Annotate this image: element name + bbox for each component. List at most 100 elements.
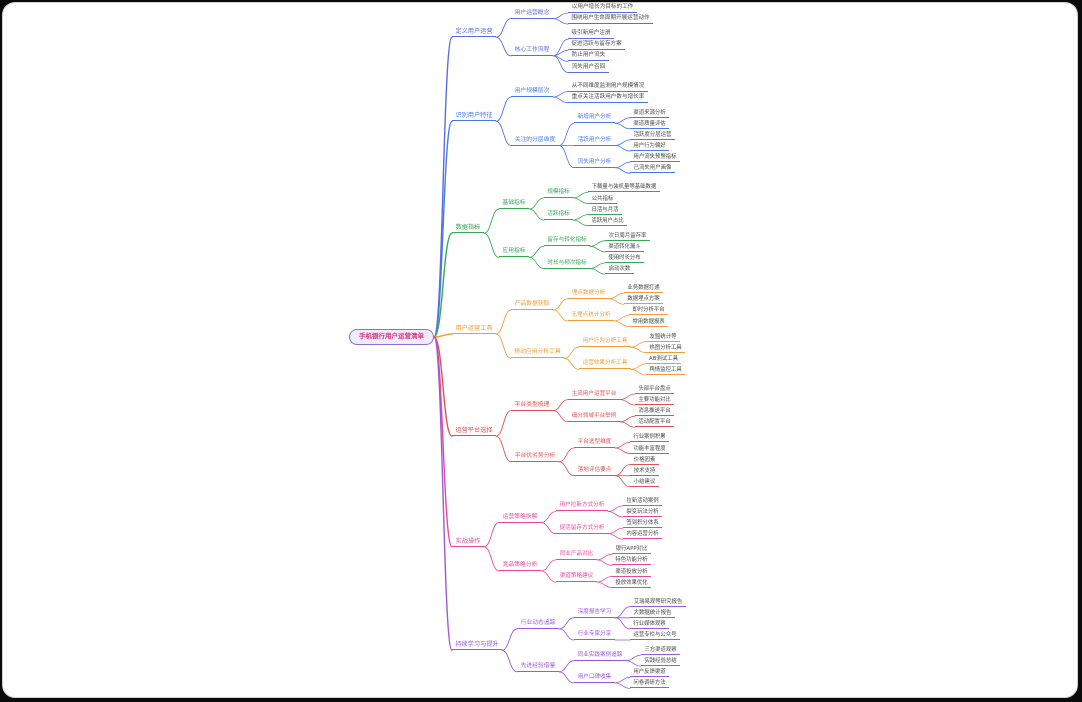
mindmap-leaf-topic[interactable]: 以用户增长为目标的工作 [568, 2, 637, 13]
mindmap-topic[interactable]: 落地评估要点 [574, 465, 615, 476]
mindmap-leaf-topic[interactable]: 吸引新用户注册 [568, 28, 614, 40]
mindmap-topic[interactable]: 识别用户特征 [452, 110, 496, 122]
mindmap-topic[interactable]: 运营策略拆解 [499, 512, 541, 523]
mindmap-leaf-topic[interactable]: 活跃度分层运营 [630, 130, 675, 140]
mindmap-leaf-topic[interactable]: 重点关注活跃用户数与增长率 [568, 92, 648, 103]
mindmap-topic[interactable]: 运营平台选择 [452, 425, 496, 437]
mindmap-leaf-topic[interactable]: 常用数据报表 [629, 317, 668, 327]
mindmap-leaf-topic[interactable]: 消息推送平台 [635, 406, 674, 417]
mindmap-leaf-topic[interactable]: 银行APP对比 [612, 544, 651, 555]
mindmap-leaf-topic[interactable]: 内容运营分析 [623, 529, 662, 540]
mindmap-leaf-topic[interactable]: 技术支持 [630, 466, 659, 476]
mindmap-leaf-topic[interactable]: 用户反馈渠道 [630, 667, 669, 678]
mindmap-topic[interactable]: 产品数据获取 [511, 299, 553, 310]
mindmap-topic[interactable]: 渠道策略建议 [556, 571, 597, 583]
mindmap-topic[interactable]: 移动应用分析工具 [511, 347, 564, 359]
mindmap-topic[interactable]: 时长与频次指标 [544, 258, 590, 269]
mindmap-leaf-topic[interactable]: 次日周月留存率 [605, 231, 650, 241]
mindmap-topic[interactable]: 核心工作流程 [511, 45, 553, 56]
mindmap-leaf-topic[interactable]: 运营专栏与公众号 [630, 630, 680, 640]
mindmap-topic[interactable]: 平台选型维度 [574, 437, 615, 448]
mindmap-topic[interactable]: 基础指标 [499, 198, 529, 210]
mindmap-leaf-topic[interactable]: 启动次数 [605, 264, 634, 275]
mindmap-leaf-topic[interactable]: 即时分析平台 [629, 305, 668, 316]
mindmap-leaf-topic[interactable]: 头部平台盘点 [635, 384, 674, 394]
mindmap-topic[interactable]: 用户运营概念 [511, 8, 553, 19]
mindmap-topic[interactable]: 用户拉新方式分析 [556, 500, 608, 512]
mindmap-topic[interactable]: 数据指标 [452, 222, 484, 234]
mindmap-topic[interactable]: 实战操作 [452, 536, 484, 547]
mindmap-topic[interactable]: 活跃指标 [544, 209, 573, 221]
mindmap-leaf-topic[interactable]: 艾瑞易观等研究报告 [630, 597, 686, 607]
mindmap-topic[interactable]: 用户规模层次 [511, 86, 553, 98]
mindmap-leaf-topic[interactable]: 大数据统计报告 [630, 608, 675, 618]
mindmap-topic[interactable]: 持续学习与提升 [452, 639, 502, 651]
mindmap-topic[interactable]: 用户行为分析工具 [579, 336, 631, 348]
mindmap-topic[interactable]: 先进经验借鉴 [517, 661, 559, 672]
mindmap-leaf-topic[interactable]: 使用时长分布 [605, 253, 644, 263]
mindmap-leaf-topic[interactable]: 小结建议 [630, 477, 659, 487]
mindmap-leaf-topic[interactable]: 渠道来源分析 [630, 108, 669, 118]
mindmap-leaf-topic[interactable]: 用户行为偏好 [630, 141, 669, 152]
mindmap-leaf-topic[interactable]: 流失用户召回 [568, 62, 609, 73]
mindmap-leaf-topic[interactable]: 围绕用户生命周期开展运营动作 [568, 13, 653, 25]
mindmap-leaf-topic[interactable]: 三方渠道观察 [641, 645, 680, 656]
mindmap-topic[interactable]: 同业实践案例追踪 [574, 650, 626, 661]
mindmap-leaf-topic[interactable]: 舆情监控工具 [646, 365, 685, 375]
mindmap-topic[interactable]: 行业动态追踪 [517, 618, 559, 629]
mindmap-topic[interactable]: 同业产品对比 [556, 549, 597, 560]
mindmap-leaf-topic[interactable]: 从不同维度监测用户规模情况 [568, 81, 648, 92]
mindmap-leaf-topic[interactable]: AB测试工具 [646, 354, 681, 364]
mindmap-topic[interactable]: 深度报告学习 [574, 607, 615, 618]
mindmap-leaf-topic[interactable]: 拉新活动案例 [623, 496, 662, 506]
mindmap-leaf-topic[interactable]: 数据埋点方案 [624, 294, 663, 305]
mindmap-topic[interactable]: 平台类型梳理 [511, 400, 553, 411]
mindmap-leaf-topic[interactable]: 签到积分体系 [623, 518, 662, 529]
mindmap-topic[interactable]: 新增用户分析 [574, 112, 615, 124]
mindmap-leaf-topic[interactable]: 促进活跃与留存方案 [568, 39, 625, 51]
mindmap-leaf-topic[interactable]: 问卷调研方法 [630, 678, 669, 689]
mindmap-leaf-topic[interactable]: 实践经验总结 [641, 656, 680, 667]
mindmap-topic[interactable]: 用户运营工具 [452, 323, 496, 335]
mindmap-leaf-topic[interactable]: 活跃用户占比 [588, 216, 627, 226]
mindmap-leaf-topic[interactable]: 日活与月活 [588, 205, 622, 215]
mindmap-leaf-topic[interactable]: 裂变玩法分析 [623, 507, 662, 517]
mindmap-topic[interactable]: 活跃用户分析 [574, 135, 615, 146]
mindmap-leaf-topic[interactable]: 行业案例积累 [630, 432, 669, 443]
mindmap-leaf-topic[interactable]: 防止用户流失 [568, 50, 609, 62]
mindmap-leaf-topic[interactable]: 活动配置平台 [635, 417, 674, 428]
mindmap-topic[interactable]: 规模指标 [544, 187, 573, 198]
mindmap-leaf-topic[interactable]: 特色功能分析 [612, 555, 651, 566]
mindmap-topic[interactable]: 运营效果分析工具 [579, 358, 631, 370]
mindmap-topic[interactable]: 留存与转化指标 [544, 235, 590, 247]
mindmap-leaf-topic[interactable]: 业务数据打通 [624, 283, 663, 294]
mindmap-root-node[interactable]: 手机银行用户运营清单 [349, 329, 434, 345]
mindmap-leaf-topic[interactable]: 价格因素 [630, 455, 659, 465]
mindmap-topic[interactable]: 平台优劣势分析 [511, 451, 559, 462]
mindmap-leaf-topic[interactable]: 功能丰富程度 [630, 444, 669, 454]
mindmap-leaf-topic[interactable]: 已流失用户画像 [630, 163, 675, 174]
mindmap-leaf-topic[interactable]: 用户流失预警指标 [630, 152, 680, 163]
mindmap-leaf-topic[interactable]: 渠道转化漏斗 [605, 242, 644, 252]
mindmap-topic[interactable]: 主流用户运营平台 [568, 389, 620, 400]
mindmap-topic[interactable]: 定义用户运营 [452, 26, 496, 38]
mindmap-leaf-topic[interactable]: 行业媒体观察 [630, 619, 669, 629]
mindmap-leaf-topic[interactable]: 渠道投放分析 [612, 567, 651, 577]
mindmap-leaf-topic[interactable]: 公共指标 [588, 194, 617, 204]
mindmap-leaf-topic[interactable]: 热图分析工具 [646, 343, 685, 353]
mindmap-leaf-topic[interactable]: 投放效果优化 [612, 578, 651, 588]
mindmap-topic[interactable]: 竞品策略分析 [499, 560, 541, 571]
mindmap-topic[interactable]: 应用指标 [499, 246, 529, 258]
mindmap-topic[interactable]: 关注的分层维度 [511, 135, 559, 146]
mindmap-topic[interactable]: 用户口碑收集 [574, 672, 615, 683]
mindmap-leaf-topic[interactable]: 下载量与装机量等基础数据 [588, 182, 660, 193]
mindmap-topic[interactable]: 细分领域平台举例 [568, 411, 620, 422]
mindmap-leaf-topic[interactable]: 友盟统计等 [646, 332, 680, 342]
mindmap-topic[interactable]: 流失用户分析 [574, 157, 615, 168]
mindmap-topic[interactable]: 促活留存方式分析 [556, 523, 608, 534]
mindmap-topic[interactable]: 行业专家分享 [574, 629, 615, 640]
mindmap-topic[interactable]: 无埋点统计分析 [568, 310, 614, 321]
mindmap-topic[interactable]: 埋点数据分析 [568, 288, 609, 299]
mindmap-leaf-topic[interactable]: 渠道质量评估 [630, 119, 669, 129]
mindmap-leaf-topic[interactable]: 主要功能对比 [635, 395, 674, 406]
